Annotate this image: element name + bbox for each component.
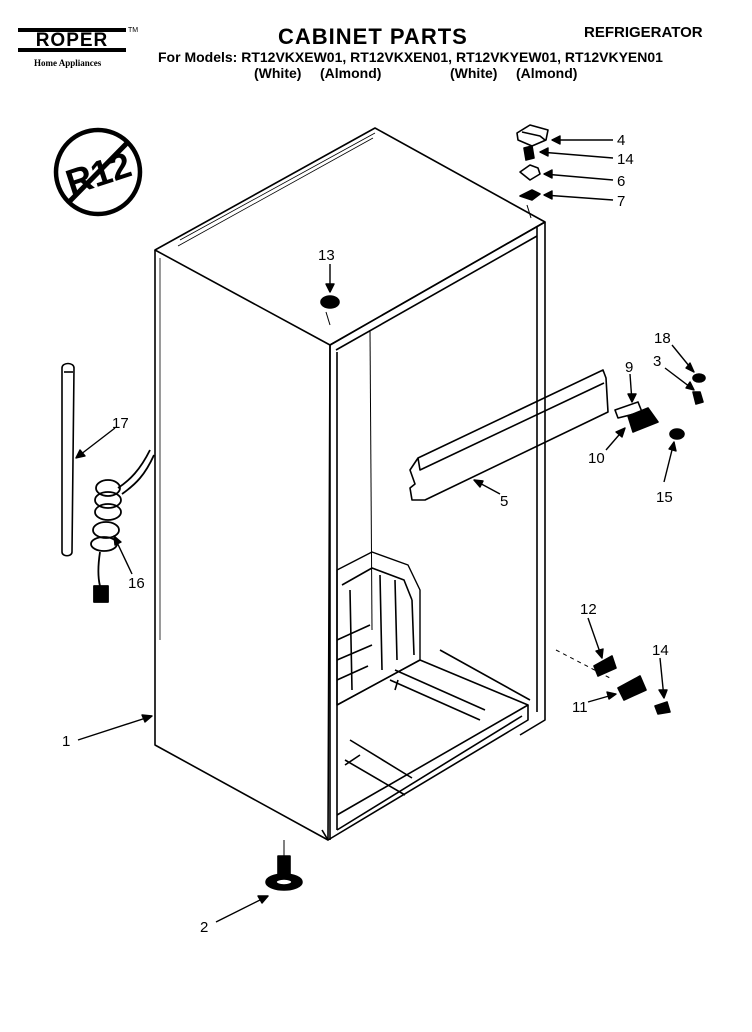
top-plug: [320, 295, 340, 326]
callout-17: 17: [112, 415, 129, 432]
brand-subtitle: Home Appliances: [34, 58, 102, 68]
callout-12: 12: [580, 601, 597, 618]
callout-4: 4: [617, 132, 625, 149]
callout-9: 9: [625, 359, 633, 376]
page-title: CABINET PARTS: [278, 24, 468, 49]
callout-2: 2: [200, 919, 208, 936]
callout-11: 11: [572, 699, 588, 716]
leveling-leg: [265, 840, 303, 891]
brand-logo: ROPER: [18, 28, 126, 52]
hinge-pin: [692, 373, 706, 405]
callout-5: 5: [500, 493, 508, 510]
center-hinge-bracket: [614, 401, 685, 440]
callout-14-top: 14: [617, 151, 634, 168]
r12-badge-text: R12: [61, 144, 136, 203]
callout-6: 6: [617, 173, 625, 190]
drain-tube: [61, 362, 75, 557]
r12-badge: R12: [53, 127, 143, 217]
power-cord: [90, 449, 155, 603]
callout-7: 7: [617, 193, 625, 210]
leader-lines: [75, 135, 695, 923]
brand-trademark: TM: [128, 27, 139, 34]
top-hinge-parts: [516, 124, 549, 219]
callout-10: 10: [588, 450, 605, 467]
cabinet-body: [154, 127, 546, 841]
model-color-1: (White): [254, 65, 302, 81]
bottom-hinge-parts: [555, 649, 671, 715]
callout-numbers: 4 14 6 7 13 18 3 9 10 15 5 17 16 12 14 1…: [62, 132, 673, 936]
callout-1: 1: [62, 733, 70, 750]
model-list: For Models: RT12VKXEW01, RT12VKXEN01, RT…: [158, 49, 663, 65]
callout-15: 15: [656, 489, 673, 506]
model-color-4: (Almond): [516, 65, 578, 81]
callout-14-bottom: 14: [652, 642, 669, 659]
callout-3: 3: [653, 353, 661, 370]
callout-13: 13: [318, 247, 335, 264]
model-color-3: (White): [450, 65, 498, 81]
rear-support-panel: [409, 369, 609, 501]
model-color-2: (Almond): [320, 65, 382, 81]
appliance-category: REFRIGERATOR: [584, 24, 703, 41]
callout-18: 18: [654, 330, 671, 347]
callout-16: 16: [128, 575, 145, 592]
